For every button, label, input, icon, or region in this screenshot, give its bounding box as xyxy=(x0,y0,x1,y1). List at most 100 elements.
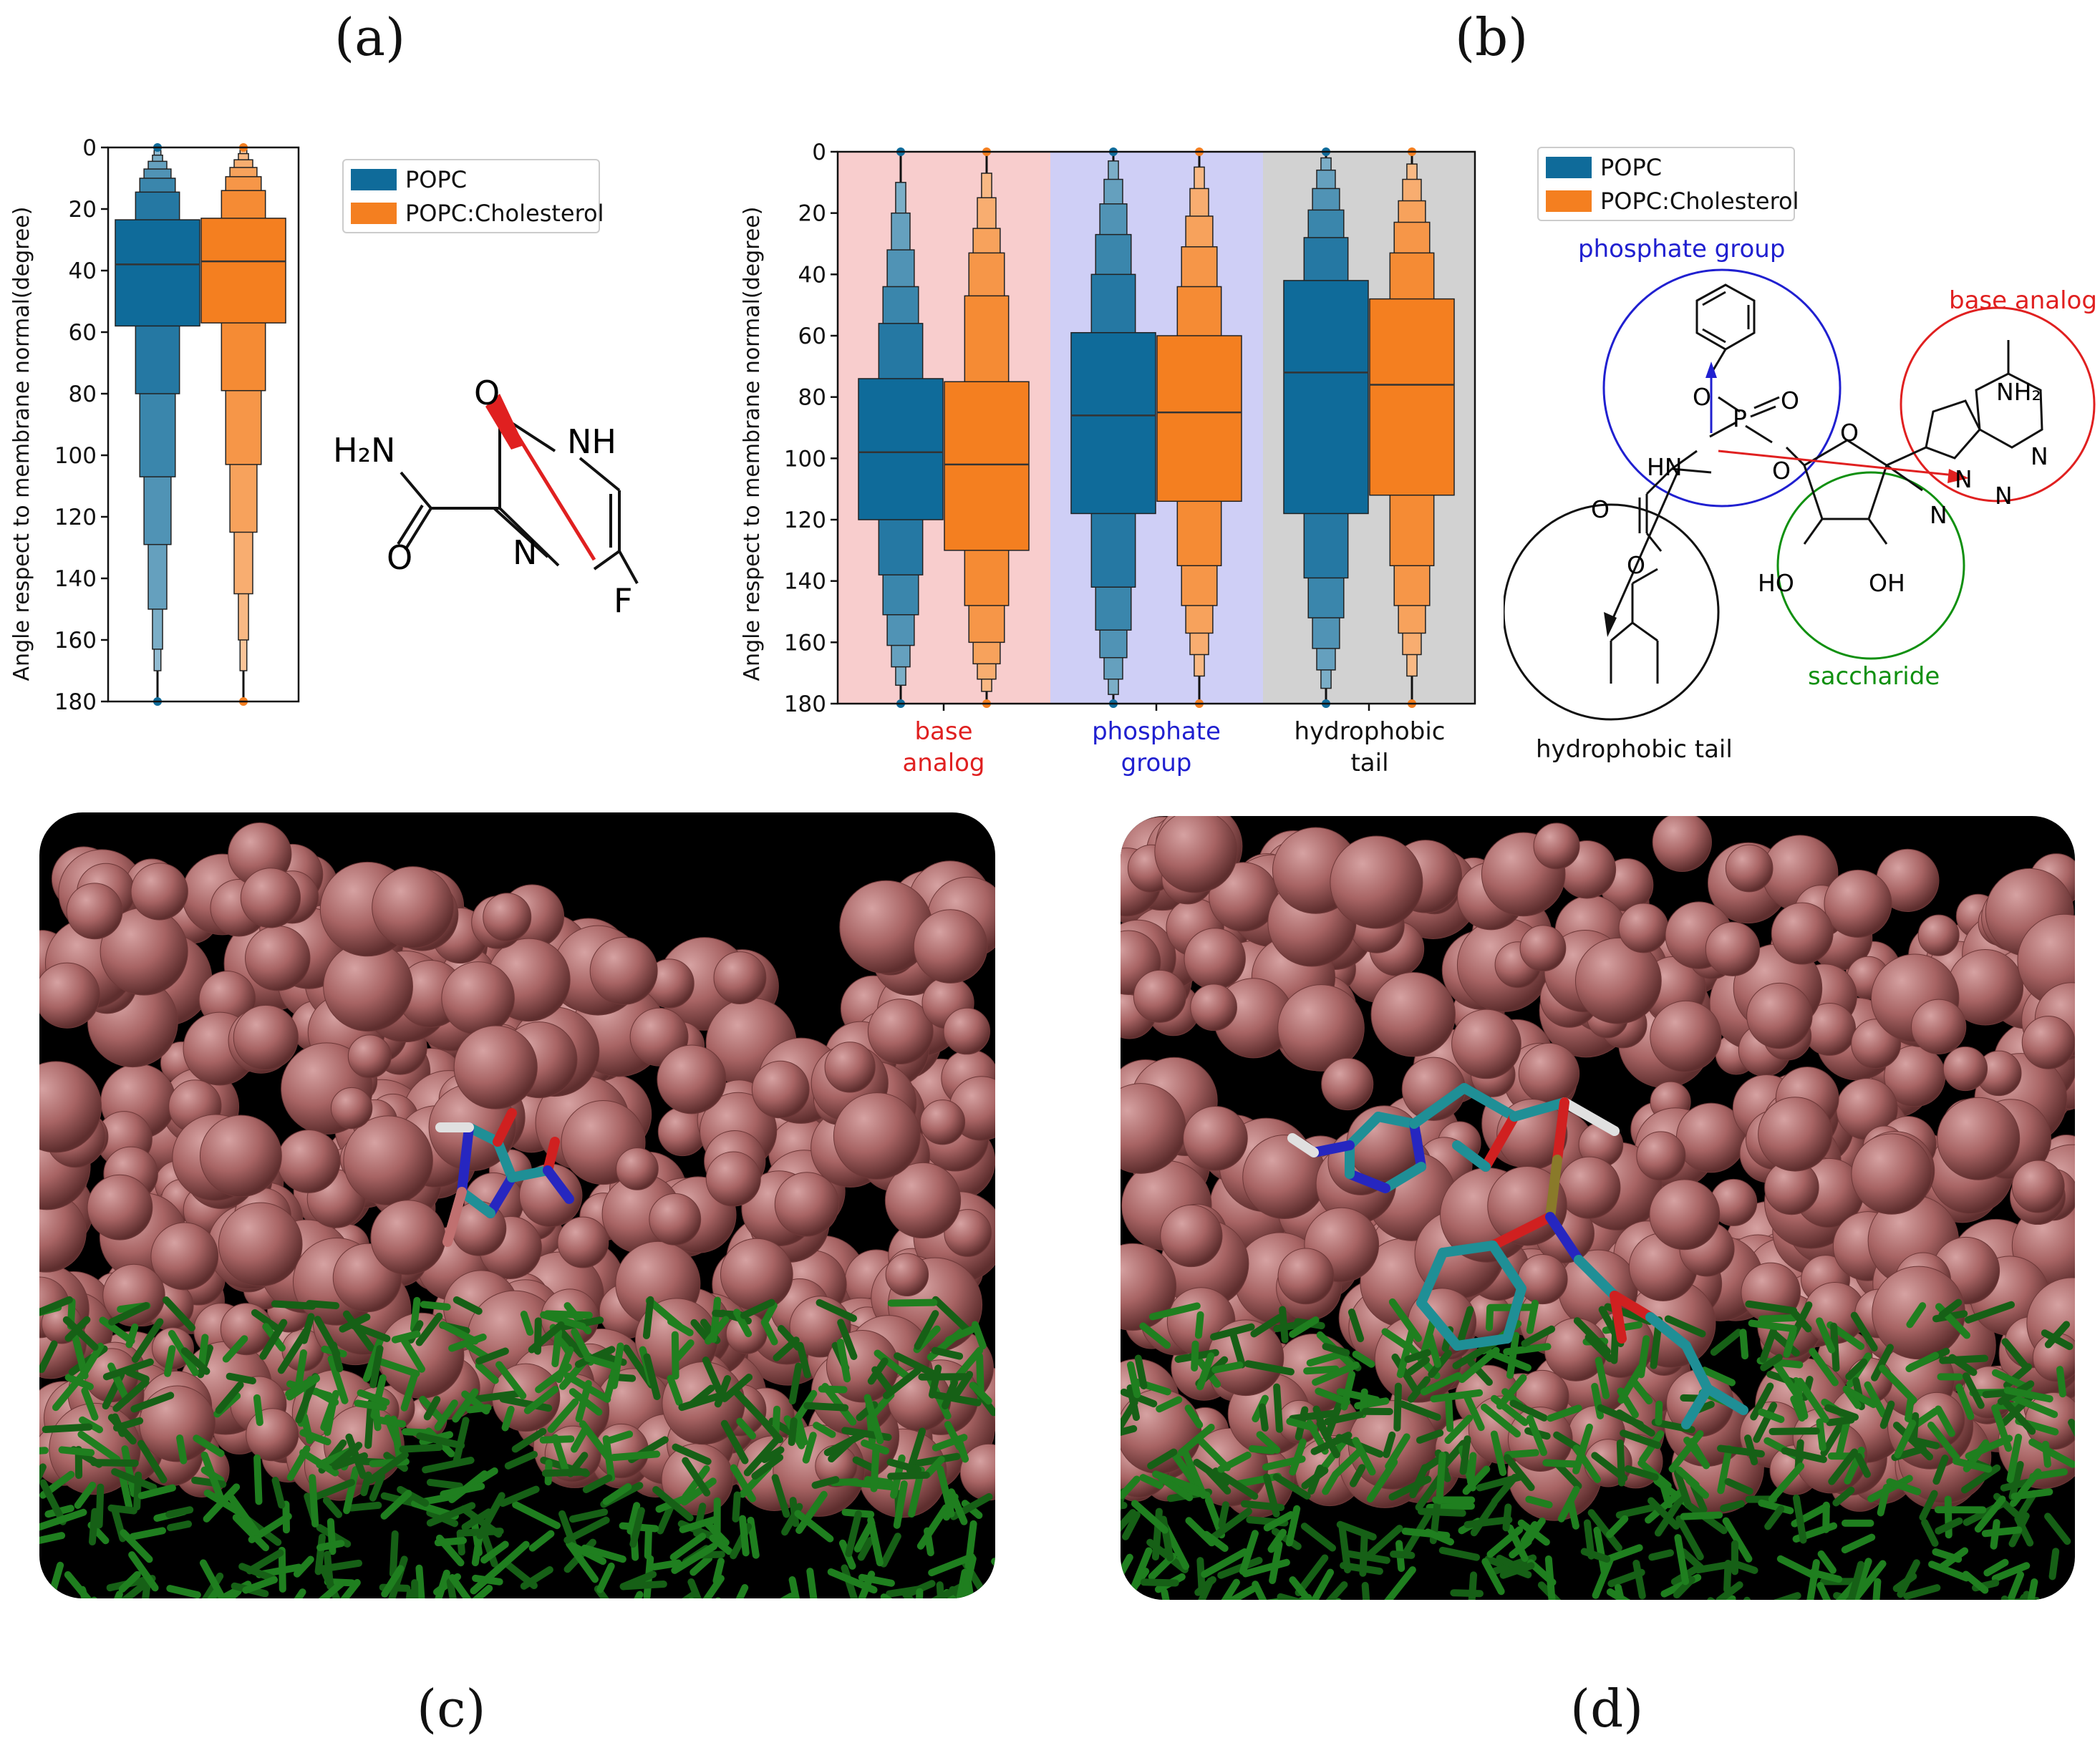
legend-label: POPC xyxy=(1600,154,1663,181)
lipid-tail-bond xyxy=(1983,1558,2009,1577)
lipid-tail-bond xyxy=(1277,1593,1312,1600)
atom-label: O xyxy=(1693,383,1711,411)
lipid-head-atom xyxy=(441,961,515,1035)
lipid-tail-bond xyxy=(1871,1344,1894,1382)
lipid-tail-bond xyxy=(1673,1576,1695,1599)
cholesterol-swatch xyxy=(351,203,397,224)
lipid-tail-bond xyxy=(1205,1467,1232,1495)
lipid-head-atom xyxy=(66,883,123,940)
series-cholesterol xyxy=(944,147,1455,708)
lipid-tail-bond xyxy=(1605,1515,1629,1538)
lipid-tail-bond xyxy=(1938,1298,1963,1319)
boxen-level xyxy=(200,218,286,324)
lipid-tail-bond xyxy=(1700,1366,1736,1387)
lipid-tail-bond xyxy=(1554,1460,1582,1490)
lipid-tail-bond xyxy=(1921,1518,1939,1547)
lipid-tail-bond xyxy=(334,1578,361,1598)
lipid-head-atom xyxy=(1184,928,1246,990)
lipid-tail-bond xyxy=(1267,1528,1287,1553)
lipid-tail-bond xyxy=(1792,1494,1807,1544)
lipid-head-atom xyxy=(943,1007,990,1055)
lipid-head-atom xyxy=(1851,1133,1932,1215)
lipid-tail-bond xyxy=(1438,1546,1481,1561)
legend-label: POPC:Cholesterol xyxy=(1600,188,1799,215)
lipid-tail-bond xyxy=(1289,1438,1307,1476)
lipid-tail-bond xyxy=(439,1321,479,1345)
lipid-tail-bond xyxy=(1426,1332,1442,1368)
lipid-head-atom xyxy=(1183,1105,1248,1171)
lipid-tail-bond xyxy=(64,1570,98,1598)
lipid-tail-bond xyxy=(575,1379,592,1423)
lipid-tail-bond xyxy=(299,1429,332,1446)
lipid-head-atom xyxy=(1758,1097,1833,1172)
lipid-tail-bond xyxy=(551,1434,570,1475)
lipid-tail-bond xyxy=(180,1347,211,1375)
lipid-tail-bond xyxy=(671,1543,718,1574)
lipid-tail-bond xyxy=(788,1417,798,1446)
lipid-tail-bond xyxy=(1733,1560,1758,1574)
lipid-tail-bond xyxy=(541,1468,589,1477)
lipid-tail-bond xyxy=(504,1450,538,1470)
lipid-tail-bond xyxy=(44,1561,64,1598)
lipid-tail-bond xyxy=(1905,1351,1940,1373)
lipid-tail-bond xyxy=(322,1497,343,1518)
lipid-tail-bond xyxy=(410,1296,421,1333)
lipid-tail-bond xyxy=(669,1533,707,1561)
lipid-tail-bond xyxy=(1244,1360,1295,1376)
lipid-tail-bond xyxy=(795,1490,828,1534)
lipid-tail-bond xyxy=(1323,1411,1364,1426)
lipid-head-atom xyxy=(1330,835,1423,929)
lipid-tail-bond xyxy=(222,1335,248,1363)
atom-label: O xyxy=(1591,495,1610,523)
lipid-tail-bond xyxy=(1753,1402,1778,1443)
chart-b: Angle respect to membrane normal(degree)… xyxy=(740,140,1476,717)
lipid-tail-bond xyxy=(893,1480,908,1529)
lipid-tail-bond xyxy=(760,1446,785,1463)
lipid-tail-bond xyxy=(1289,1576,1321,1600)
lipid-tail-bond xyxy=(1404,1349,1431,1363)
lipid-head-atom xyxy=(130,863,188,921)
favipiravir-structure xyxy=(397,394,639,584)
lipid-tail-bond xyxy=(259,1319,288,1360)
y-axis-label: Angle respect to membrane normal(degree) xyxy=(740,207,765,681)
lipid-tail-bond xyxy=(870,1445,880,1492)
lipid-tail-bond xyxy=(1816,1418,1826,1452)
lipid-head-atom xyxy=(1277,984,1365,1072)
lipid-head-atom xyxy=(713,951,767,1004)
lipid-tail-bond xyxy=(796,1341,811,1379)
lipid-tail-bond xyxy=(678,1391,727,1412)
lipid-tail-bond xyxy=(369,1472,385,1502)
lipid-tail-bond xyxy=(1526,1414,1547,1457)
lipid-tail-bond xyxy=(1134,1354,1148,1389)
y-tick-label: 140 xyxy=(54,566,97,592)
y-tick-label: 0 xyxy=(82,135,97,161)
lipid-tail-bond xyxy=(1716,1581,1743,1600)
lipid-tail-bond xyxy=(1216,1578,1240,1600)
lipid-tail-bond xyxy=(2044,1513,2071,1545)
lipid-tail-bond xyxy=(682,1457,711,1497)
y-tick-label: 40 xyxy=(798,262,826,288)
lipid-tail-bond xyxy=(415,1564,426,1598)
lipid-tail-bond xyxy=(369,1344,384,1389)
phosphate-group-label: phosphate group xyxy=(1578,235,1786,263)
lipid-tail-bond xyxy=(1892,1573,1917,1593)
lipid-tail-bond xyxy=(1420,1371,1462,1396)
lipid-tail-bond xyxy=(1841,1533,1876,1554)
lipid-tail-bond xyxy=(1991,1562,2031,1583)
lipid-tail-bond xyxy=(1816,1581,1837,1600)
lipid-tail-bond xyxy=(120,1529,153,1563)
lipid-tail-bond xyxy=(306,1580,345,1598)
y-tick-label: 120 xyxy=(784,508,826,533)
lipid-tail-bond xyxy=(1910,1412,1920,1444)
lipid-tail-bond xyxy=(579,1420,612,1462)
lipid-tail-bond xyxy=(1604,1544,1643,1563)
lipid-head-atom xyxy=(1190,984,1237,1031)
lipid-tail-bond xyxy=(357,1389,390,1406)
lipid-tail-bond xyxy=(475,1361,499,1384)
lipid-tail-bond xyxy=(1877,1484,1890,1517)
lipid-tail-bond xyxy=(1769,1329,1800,1357)
lipid-tail-bond xyxy=(867,1516,884,1567)
lipid-head-atom xyxy=(1321,1057,1374,1111)
lipid-tail-bond xyxy=(1758,1408,1785,1423)
lipid-tail-bond xyxy=(306,1300,340,1310)
